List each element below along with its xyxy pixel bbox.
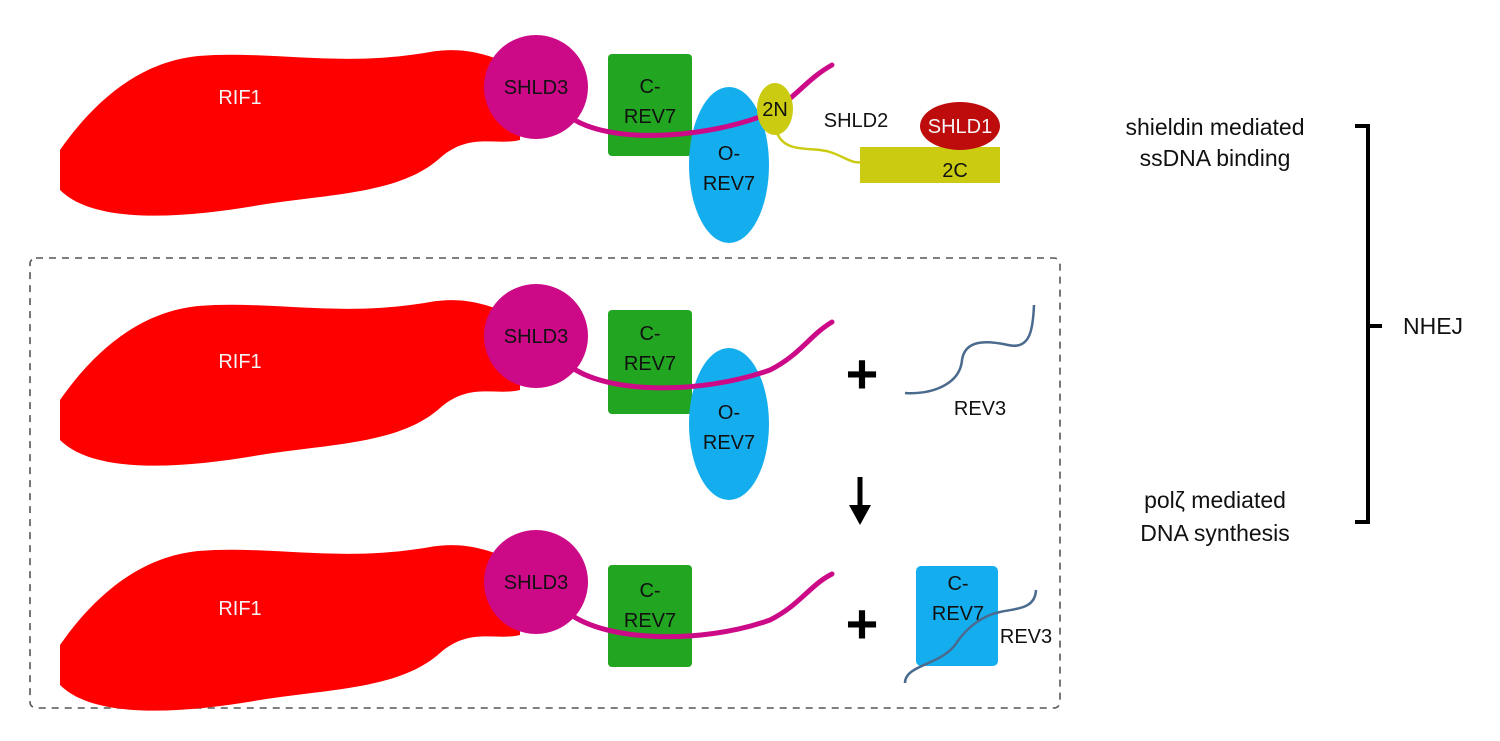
shld3-label: SHLD3: [504, 572, 568, 594]
rev3-strand: [903, 589, 1038, 684]
complex-mid: RIF1 SHLD3 C- REV7 O- REV7 + REV3: [60, 284, 1036, 500]
rev3-complex-c-rev7-shape: [916, 566, 998, 666]
c-rev7-label-2: REV7: [624, 610, 676, 632]
c-rev7-label-1: C-: [639, 580, 660, 602]
shld1-label: SHLD1: [928, 116, 992, 138]
c-rev7-label-1: C-: [639, 323, 660, 345]
shld2-c-label: 2C: [942, 160, 968, 182]
top-label-2: ssDNA binding: [1140, 145, 1291, 171]
shld2-linker: [774, 129, 863, 164]
bottom-label-1: polζ mediated: [1144, 487, 1286, 513]
shld2-n-label: 2N: [762, 99, 788, 121]
shld3-label: SHLD3: [504, 77, 568, 99]
complex-bottom: RIF1 SHLD3 C- REV7 + C- REV7 REV3: [60, 530, 1052, 711]
nhej-label: NHEJ: [1403, 313, 1463, 339]
plus-sign: +: [846, 592, 879, 655]
shld3-shape: [484, 284, 588, 388]
plus-sign: +: [846, 342, 879, 405]
shld3-tail: [562, 319, 835, 391]
rif1-shape: [60, 300, 520, 466]
transition-arrow: [849, 477, 871, 525]
c-rev7-label-2: REV7: [624, 106, 676, 128]
o-rev7-shape: [689, 348, 769, 500]
rif1-shape: [60, 50, 520, 216]
rev3-label: REV3: [954, 398, 1006, 420]
bracket: [1355, 124, 1382, 524]
o-rev7-label-2: REV7: [703, 432, 755, 454]
rif1-label: RIF1: [218, 351, 261, 373]
shld3-tail: [562, 571, 835, 640]
c-rev7-shape: [608, 565, 692, 667]
shld2-n-shape: [757, 83, 793, 135]
c-rev7-shape: [608, 54, 692, 156]
shld1-shape: [920, 102, 1000, 150]
side-annotations: shieldin mediated ssDNA binding polζ med…: [1125, 114, 1463, 546]
shld2-c-shape: [860, 147, 1000, 183]
o-rev7-label-1: O-: [718, 143, 740, 165]
rev3-label: REV3: [1000, 626, 1052, 648]
o-rev7-label-1: O-: [718, 402, 740, 424]
top-label-1: shieldin mediated: [1125, 114, 1304, 140]
rev3-strand: [904, 304, 1036, 395]
o-rev7-label-2: REV7: [703, 173, 755, 195]
shld3-tail: [562, 62, 835, 138]
shld3-shape: [484, 35, 588, 139]
dashed-box: [29, 257, 1061, 709]
o-rev7-shape: [689, 87, 769, 243]
rif1-label: RIF1: [218, 87, 261, 109]
complex-full: RIF1 SHLD3 C- REV7 O- REV7 2N SHLD2 2C S…: [60, 35, 1000, 243]
c-rev7-label-2: REV7: [624, 353, 676, 375]
shld2-label: SHLD2: [824, 110, 888, 132]
rif1-label: RIF1: [218, 598, 261, 620]
c-rev7-label-1: C-: [639, 76, 660, 98]
bottom-label-2: DNA synthesis: [1140, 520, 1290, 546]
shld3-shape: [484, 530, 588, 634]
rif1-shape: [60, 545, 520, 711]
shld3-label: SHLD3: [504, 326, 568, 348]
rev3-complex-c-rev7-label-2: REV7: [932, 603, 984, 625]
rev3-complex-c-rev7-label-1: C-: [947, 573, 968, 595]
